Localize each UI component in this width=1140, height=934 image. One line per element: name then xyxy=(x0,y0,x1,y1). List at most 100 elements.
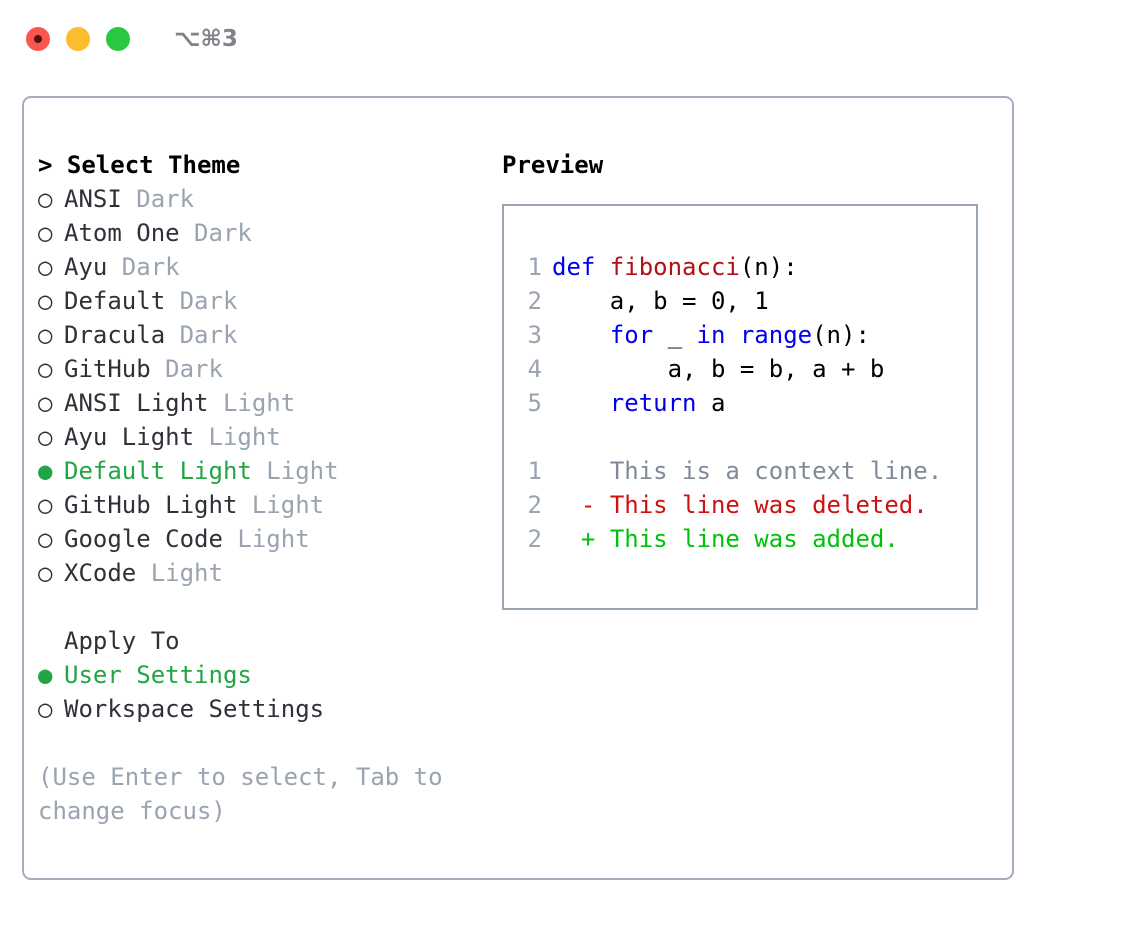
diff-line-add: 2 + This line was added. xyxy=(504,522,976,556)
theme-picker-column: > Select Theme ○ANSI Dark○Atom One Dark○… xyxy=(38,148,478,828)
code-token-kw: def xyxy=(552,253,610,281)
theme-option-github-light[interactable]: ○GitHub Light Light xyxy=(38,488,478,522)
theme-option-variant: Light xyxy=(194,423,281,451)
theme-option-variant: Light xyxy=(136,559,223,587)
diff-text: This line was deleted. xyxy=(609,491,928,519)
radio-selected-icon: ● xyxy=(38,457,53,485)
theme-list[interactable]: ○ANSI Dark○Atom One Dark○Ayu Dark○Defaul… xyxy=(38,182,478,590)
code-line-number: 2 xyxy=(527,287,542,315)
radio-unselected-icon: ○ xyxy=(38,287,53,315)
code-token-pl: (n): xyxy=(812,321,870,349)
main-panel: > Select Theme ○ANSI Dark○Atom One Dark○… xyxy=(22,96,1014,880)
theme-option-variant: Dark xyxy=(165,287,238,315)
section-gap xyxy=(38,590,478,624)
code-line-text: for _ in range(n): xyxy=(552,318,870,352)
hint-line-1: (Use Enter to select, Tab to xyxy=(38,763,443,791)
maximize-window-button[interactable] xyxy=(106,27,130,51)
apply-to-option-workspace-settings[interactable]: ○Workspace Settings xyxy=(38,692,478,726)
diff-line-del: 2 - This line was deleted. xyxy=(504,488,976,522)
code-token-kw: range xyxy=(739,321,813,349)
theme-option-dracula[interactable]: ○ Dracula Dark xyxy=(38,318,478,352)
theme-option-ayu-light[interactable]: ○Ayu Light Light xyxy=(38,420,478,454)
theme-option-ansi[interactable]: ○ANSI Dark xyxy=(38,182,478,216)
apply-to-list[interactable]: ● User Settings ○Workspace Settings xyxy=(38,658,478,726)
code-token-pl: (n): xyxy=(739,253,798,281)
theme-option-google-code[interactable]: ○ Google Code Light xyxy=(38,522,478,556)
diff-marker: - xyxy=(580,491,596,519)
keyboard-shortcut-label: ⌥⌘3 xyxy=(174,26,238,52)
theme-option-variant: Light xyxy=(222,525,310,553)
diff-line-number: 2 xyxy=(527,525,542,553)
code-token-pl: a, b = 0, 1 xyxy=(609,287,769,315)
code-token-pl: a xyxy=(710,389,726,417)
diff-text: This is a context line. xyxy=(609,457,943,485)
theme-option-label: Dracula xyxy=(64,321,166,349)
code-line-number: 4 xyxy=(527,355,542,383)
hint-gap xyxy=(38,726,478,760)
code-line-number: 5 xyxy=(527,389,542,417)
diff-marker xyxy=(581,457,595,485)
code-line: 3 for _ in range(n): xyxy=(504,318,976,352)
code-token-kw: in xyxy=(696,321,740,349)
theme-option-default-light[interactable]: ●Default Light Light xyxy=(38,454,478,488)
theme-option-ayu[interactable]: ○Ayu Dark xyxy=(38,250,478,284)
theme-option-github[interactable]: ○GitHub Dark xyxy=(38,352,478,386)
code-token-kw: return xyxy=(609,389,711,417)
minimize-window-button[interactable] xyxy=(66,27,90,51)
code-token-fn: fibonacci xyxy=(609,253,740,281)
theme-option-variant: Light xyxy=(251,457,339,485)
code-line-text: def fibonacci(n): xyxy=(552,250,798,284)
apply-to-option-user-settings[interactable]: ● User Settings xyxy=(38,658,478,692)
radio-unselected-icon: ○ xyxy=(38,389,53,417)
diff-line-number: 2 xyxy=(527,491,542,519)
theme-option-label: Default xyxy=(64,287,166,315)
theme-option-label: XCode xyxy=(64,559,137,587)
theme-option-atom-one[interactable]: ○Atom One Dark xyxy=(38,216,478,250)
code-diff-gap xyxy=(504,420,976,454)
theme-option-label: Ayu Light xyxy=(64,423,195,451)
theme-option-ansi-light[interactable]: ○ANSI Light Light xyxy=(38,386,478,420)
diff-line-number: 1 xyxy=(527,457,542,485)
code-line: 4 a, b = b, a + b xyxy=(504,352,976,386)
traffic-light-buttons xyxy=(26,27,130,51)
theme-option-variant: Light xyxy=(237,491,325,519)
code-line-text: return a xyxy=(552,386,726,420)
diff-line-ctx: 1 This is a context line. xyxy=(504,454,976,488)
theme-option-xcode[interactable]: ○ XCode Light xyxy=(38,556,478,590)
apply-to-option-label: User Settings xyxy=(64,661,252,689)
code-token-pl: _ xyxy=(667,321,697,349)
diff-sample: 1 This is a context line.2 - This line w… xyxy=(504,454,976,556)
code-line-text: a, b = 0, 1 xyxy=(552,284,769,318)
apply-to-option-label: Workspace Settings xyxy=(64,695,325,723)
theme-option-label: ANSI Light xyxy=(64,389,209,417)
diff-line-text: This is a context line. xyxy=(552,454,942,488)
code-token-kw: for xyxy=(609,321,668,349)
theme-option-default[interactable]: ○ Default Dark xyxy=(38,284,478,318)
radio-unselected-icon: ○ xyxy=(38,321,53,349)
code-line: 2 a, b = 0, 1 xyxy=(504,284,976,318)
radio-selected-icon: ● xyxy=(38,661,53,689)
window-titlebar: ⌥⌘3 xyxy=(0,0,1140,78)
diff-marker: + xyxy=(580,525,596,553)
theme-option-variant: Dark xyxy=(165,321,238,349)
apply-to-heading: Apply To xyxy=(64,627,180,655)
code-token-pl: a, b = b, a + b xyxy=(667,355,885,383)
diff-text: This line was added. xyxy=(609,525,899,553)
radio-unselected-icon: ○ xyxy=(38,253,53,281)
theme-option-label: GitHub Light xyxy=(64,491,238,519)
theme-option-label: ANSI xyxy=(64,185,122,213)
theme-option-label: Atom One xyxy=(64,219,180,247)
radio-unselected-icon: ○ xyxy=(38,525,53,553)
radio-unselected-icon: ○ xyxy=(38,559,53,587)
theme-option-label: Google Code xyxy=(64,525,223,553)
radio-unselected-icon: ○ xyxy=(38,185,53,213)
close-window-button[interactable] xyxy=(26,27,50,51)
diff-line-text: - This line was deleted. xyxy=(552,488,928,522)
theme-option-variant: Dark xyxy=(107,253,180,281)
hint-line-2: change focus) xyxy=(38,797,226,825)
radio-unselected-icon: ○ xyxy=(38,355,53,383)
